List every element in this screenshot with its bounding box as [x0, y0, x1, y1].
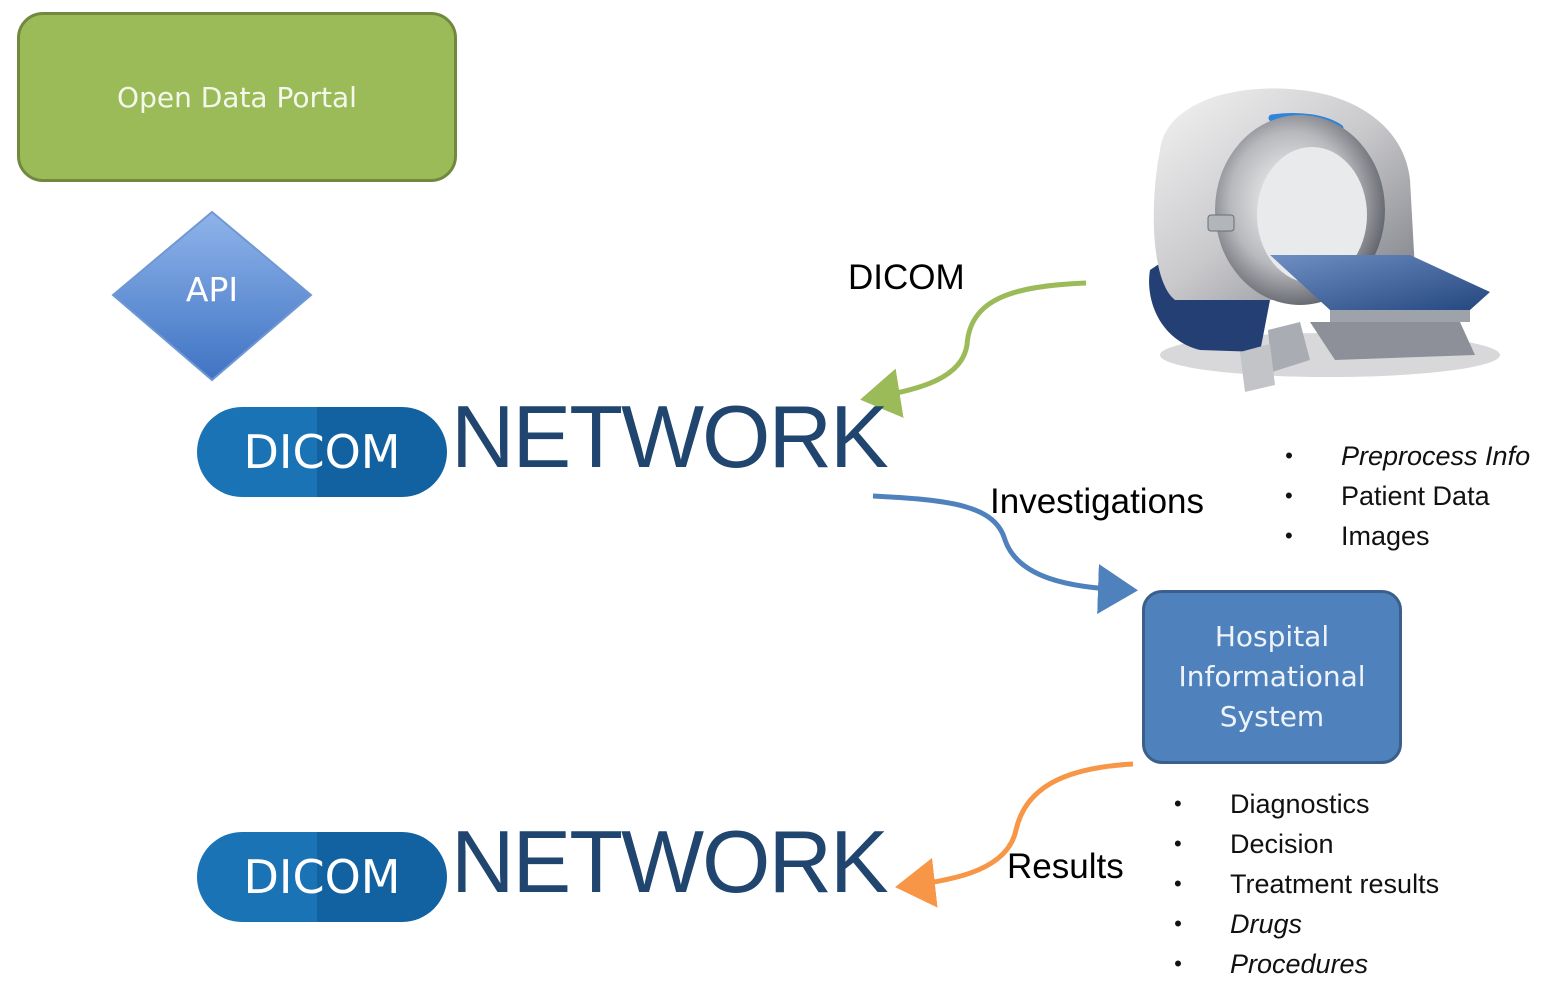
- network-wordmark: NETWORK: [451, 387, 889, 486]
- his-line: System: [1219, 700, 1325, 733]
- dicom-network-logo-bottom: DICOM NETWORK: [197, 818, 897, 928]
- dicom-network-logo-top: DICOM NETWORK: [197, 393, 897, 503]
- results-edge-label: Results: [1007, 847, 1124, 886]
- api-label: API: [185, 270, 239, 309]
- his-line: Informational: [1178, 660, 1366, 693]
- list-item: Treatment results: [1174, 864, 1439, 904]
- list-item: Preprocess Info: [1285, 436, 1530, 476]
- list-item: Procedures: [1174, 944, 1439, 984]
- api-diamond: [111, 210, 313, 382]
- open-data-portal-box: Open Data Portal: [17, 12, 457, 182]
- dicom-pill: DICOM: [197, 832, 447, 922]
- investigations-edge-label: Investigations: [990, 482, 1205, 521]
- list-item: Patient Data: [1285, 476, 1530, 516]
- open-data-portal-label: Open Data Portal: [117, 80, 357, 114]
- dicom-edge-label: DICOM: [848, 258, 965, 297]
- network-wordmark: NETWORK: [451, 812, 889, 911]
- result-items-list: Diagnostics Decision Treatment results D…: [1174, 784, 1439, 984]
- hospital-informational-system-box: Hospital Informational System: [1142, 590, 1402, 764]
- investigations-arrow: [872, 493, 1138, 614]
- his-line: Hospital: [1214, 620, 1330, 653]
- list-item: Images: [1285, 516, 1530, 556]
- list-item: Diagnostics: [1174, 784, 1439, 824]
- ct-scanner-icon: [1149, 88, 1500, 392]
- list-item: Drugs: [1174, 904, 1439, 944]
- results-arrow: [895, 761, 1134, 908]
- investigation-items-list: Preprocess Info Patient Data Images: [1285, 436, 1530, 556]
- dicom-arrow: [860, 280, 1087, 418]
- dicom-pill: DICOM: [197, 407, 447, 497]
- list-item: Decision: [1174, 824, 1439, 864]
